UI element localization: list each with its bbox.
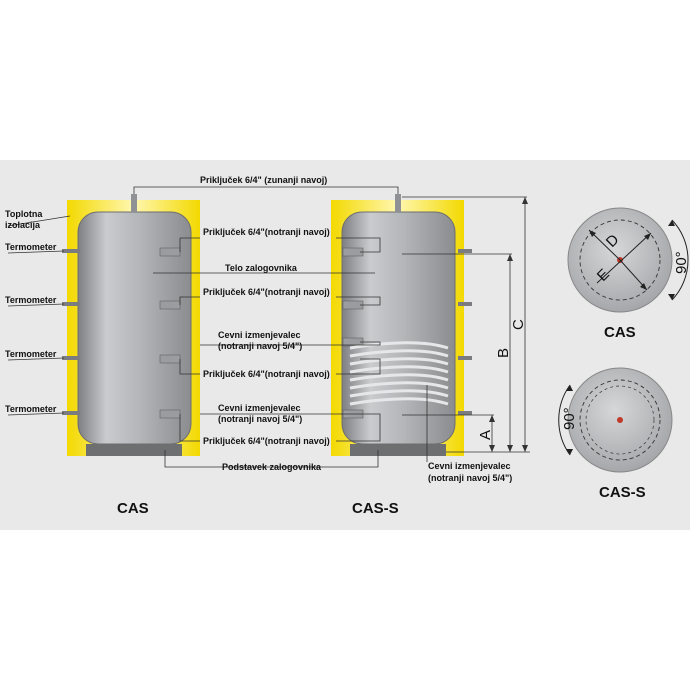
model-label-cas-s-top: CAS-S — [599, 484, 646, 501]
label-thermometer-4: Termometer — [5, 404, 57, 414]
label-coil-bottom-2: (notranji navoj 5/4") — [218, 414, 302, 424]
angle-cas-s: 90° — [561, 407, 578, 430]
label-insulation-2: izolacija — [5, 220, 41, 230]
model-label-cas-s: CAS-S — [352, 500, 399, 517]
label-connection-2: Priključek 6/4"(notranji navoj) — [203, 287, 330, 297]
cas-tank — [62, 194, 200, 456]
cas-s-stand — [350, 444, 446, 456]
cas-s-top-view: 90° CAS-S — [558, 367, 673, 501]
label-coil-right-2: (notranji navoj 5/4") — [428, 473, 512, 483]
label-top-connection: Priključek 6/4" (zunanji navoj) — [200, 175, 327, 185]
cas-stand — [86, 444, 182, 456]
dim-a: A — [477, 430, 494, 440]
label-thermometer-1: Termometer — [5, 242, 57, 252]
dim-c: C — [510, 319, 527, 330]
label-coil-top-1: Cevni izmenjevalec — [218, 330, 301, 340]
label-connection-4: Priključek 6/4"(notranji navoj) — [203, 436, 330, 446]
cas-top-connection — [131, 194, 137, 212]
leader-lines — [7, 186, 530, 468]
cas-s-tank — [331, 194, 472, 456]
model-label-cas-top: CAS — [604, 324, 636, 341]
model-label-cas: CAS — [117, 500, 149, 517]
cas-s-coil — [349, 341, 449, 406]
label-connection-3: Priključek 6/4"(notranji navoj) — [203, 369, 330, 379]
cas-s-tank-body — [341, 211, 456, 445]
label-coil-bottom-1: Cevni izmenjevalec — [218, 403, 301, 413]
cas-tank-body — [77, 211, 192, 445]
label-thermometer-2: Termometer — [5, 295, 57, 305]
cas-s-top-connection — [395, 194, 401, 212]
label-insulation-1: Toplotna — [5, 209, 43, 219]
label-thermometer-3: Termometer — [5, 349, 57, 359]
label-coil-right-1: Cevni izmenjevalec — [428, 461, 511, 471]
cas-top-view: D E 90° CAS — [567, 207, 690, 341]
label-connection-1: Priključek 6/4"(notranji navoj) — [203, 227, 330, 237]
label-coil-top-2: (notranji navoj 5/4") — [218, 341, 302, 351]
label-tank-body: Telo zalogovnika — [225, 263, 298, 273]
angle-cas: 90° — [673, 251, 690, 274]
dim-b: B — [495, 348, 512, 358]
label-stand: Podstavek zalogovnika — [222, 462, 322, 472]
dimension-arrows — [489, 197, 528, 452]
